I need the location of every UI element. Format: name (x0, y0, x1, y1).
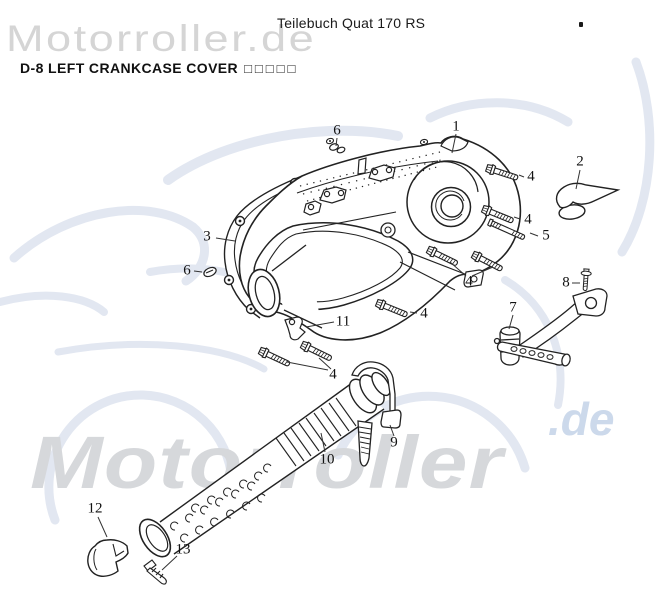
section-heading-text: D-8 LEFT CRANKCASE COVER (20, 60, 239, 76)
callout-12: 12 (87, 500, 103, 517)
callout-4d: 4 (420, 305, 428, 322)
part-clip-left (203, 266, 217, 278)
part-kickstart-lever (493, 288, 608, 367)
callout-13: 13 (175, 541, 191, 558)
callout-11: 11 (335, 313, 351, 330)
callout-9: 9 (390, 434, 398, 451)
part-cover (238, 135, 522, 341)
page-title: Teilebuch Quat 170 RS (277, 15, 426, 31)
callout-10: 10 (319, 451, 335, 468)
cover-top-brackets (303, 157, 396, 216)
callout-6b: 6 (183, 262, 191, 279)
callout-leader-lines (97, 133, 581, 571)
part-screw-13 (143, 559, 167, 585)
part-air-duct-tube (138, 371, 391, 558)
print-artifact-dot (579, 22, 583, 27)
part-guide-plate (555, 182, 621, 220)
section-heading-placeholder-boxes: □□□□□ (244, 61, 299, 76)
callout-2: 2 (576, 153, 584, 170)
watermark-top-text: Motorroller.de (6, 18, 317, 59)
section-heading: D-8 LEFT CRANKCASE COVER □□□□□ (20, 60, 298, 76)
duct-mesh-texture (170, 463, 272, 543)
callout-4a: 4 (527, 168, 535, 185)
part-small-bracket (284, 316, 306, 341)
part-hook-strap (351, 361, 402, 467)
callout-4c: 4 (465, 273, 473, 290)
watermark-bottom-suffix: .de (548, 393, 615, 445)
callout-1: 1 (452, 118, 460, 135)
callout-8: 8 (562, 274, 570, 291)
callout-4b: 4 (524, 211, 532, 228)
callout-5: 5 (542, 227, 550, 244)
part-clip-top (329, 143, 346, 154)
part-end-cap (87, 539, 129, 577)
callout-4e: 4 (329, 366, 337, 383)
callout-7: 7 (509, 299, 517, 316)
callout-3: 3 (203, 228, 211, 245)
callout-6a: 6 (333, 122, 341, 139)
